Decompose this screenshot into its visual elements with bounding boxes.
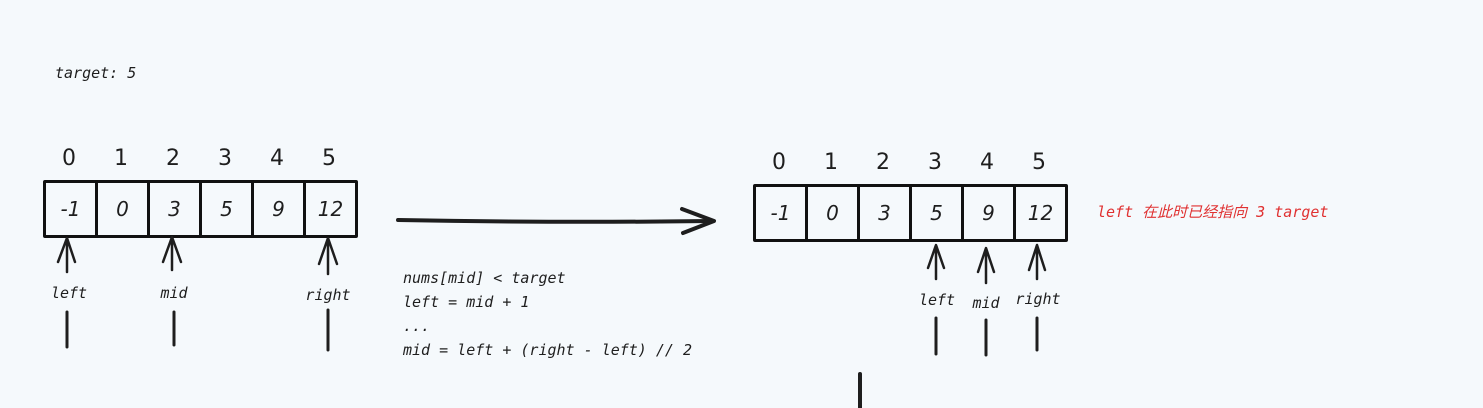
up-arrow (317, 236, 339, 276)
code-line: nums[mid] < target (403, 269, 566, 287)
array-cell: 12 (317, 197, 344, 221)
code-block: nums[mid] < target left = mid + 1 ... mi… (403, 266, 692, 362)
pointer-right-label: right (305, 286, 351, 304)
array-cell: 12 (1027, 201, 1054, 225)
up-arrow (1027, 243, 1047, 281)
index-label: 4 (980, 150, 994, 175)
transition-arrow (396, 218, 714, 224)
array-cell: 9 (964, 187, 1016, 239)
index-label: 0 (772, 150, 786, 175)
array-cell: 3 (860, 187, 912, 239)
up-arrow (976, 246, 996, 285)
pointer-left-label: left (918, 291, 956, 309)
array-cell: 0 (808, 187, 860, 239)
up-arrow (926, 243, 946, 281)
array-cell: 9 (254, 183, 306, 235)
index-label: 4 (270, 146, 284, 171)
array-cell: 3 (150, 183, 202, 235)
transition-arrowhead (680, 207, 716, 235)
pointer-left-label: left (50, 284, 88, 302)
array-cell: 5 (202, 183, 254, 235)
index-label: 1 (824, 150, 838, 175)
note-text: left 在此时已经指向 3 target (1097, 203, 1329, 221)
pointer-mid-label: mid (160, 284, 188, 302)
array-cell: -1 (46, 183, 98, 235)
target-label: target: 5 (55, 64, 137, 82)
index-label: 3 (218, 146, 232, 171)
pointer-mid-label: mid (972, 294, 1000, 312)
up-arrow (161, 235, 183, 272)
up-arrow (56, 236, 77, 274)
index-label: 5 (1032, 150, 1046, 175)
index-label: 0 (62, 146, 76, 171)
array-before: -1 0 3 5 9 12 (43, 180, 358, 238)
index-label: 2 (166, 146, 180, 171)
code-line: ... (403, 317, 431, 335)
code-line: left = mid + 1 (403, 293, 530, 311)
array-cell: 5 (912, 187, 964, 239)
array-cell: -1 (756, 187, 808, 239)
code-line: mid = left + (right - left) // 2 (403, 341, 692, 359)
index-label: 1 (114, 146, 128, 171)
index-label: 3 (928, 150, 942, 175)
array-after: -1 0 3 5 9 12 (753, 184, 1068, 242)
pointer-right-label: right (1015, 290, 1061, 308)
index-label: 5 (322, 146, 336, 171)
index-label: 2 (876, 150, 890, 175)
array-cell: 0 (98, 183, 150, 235)
